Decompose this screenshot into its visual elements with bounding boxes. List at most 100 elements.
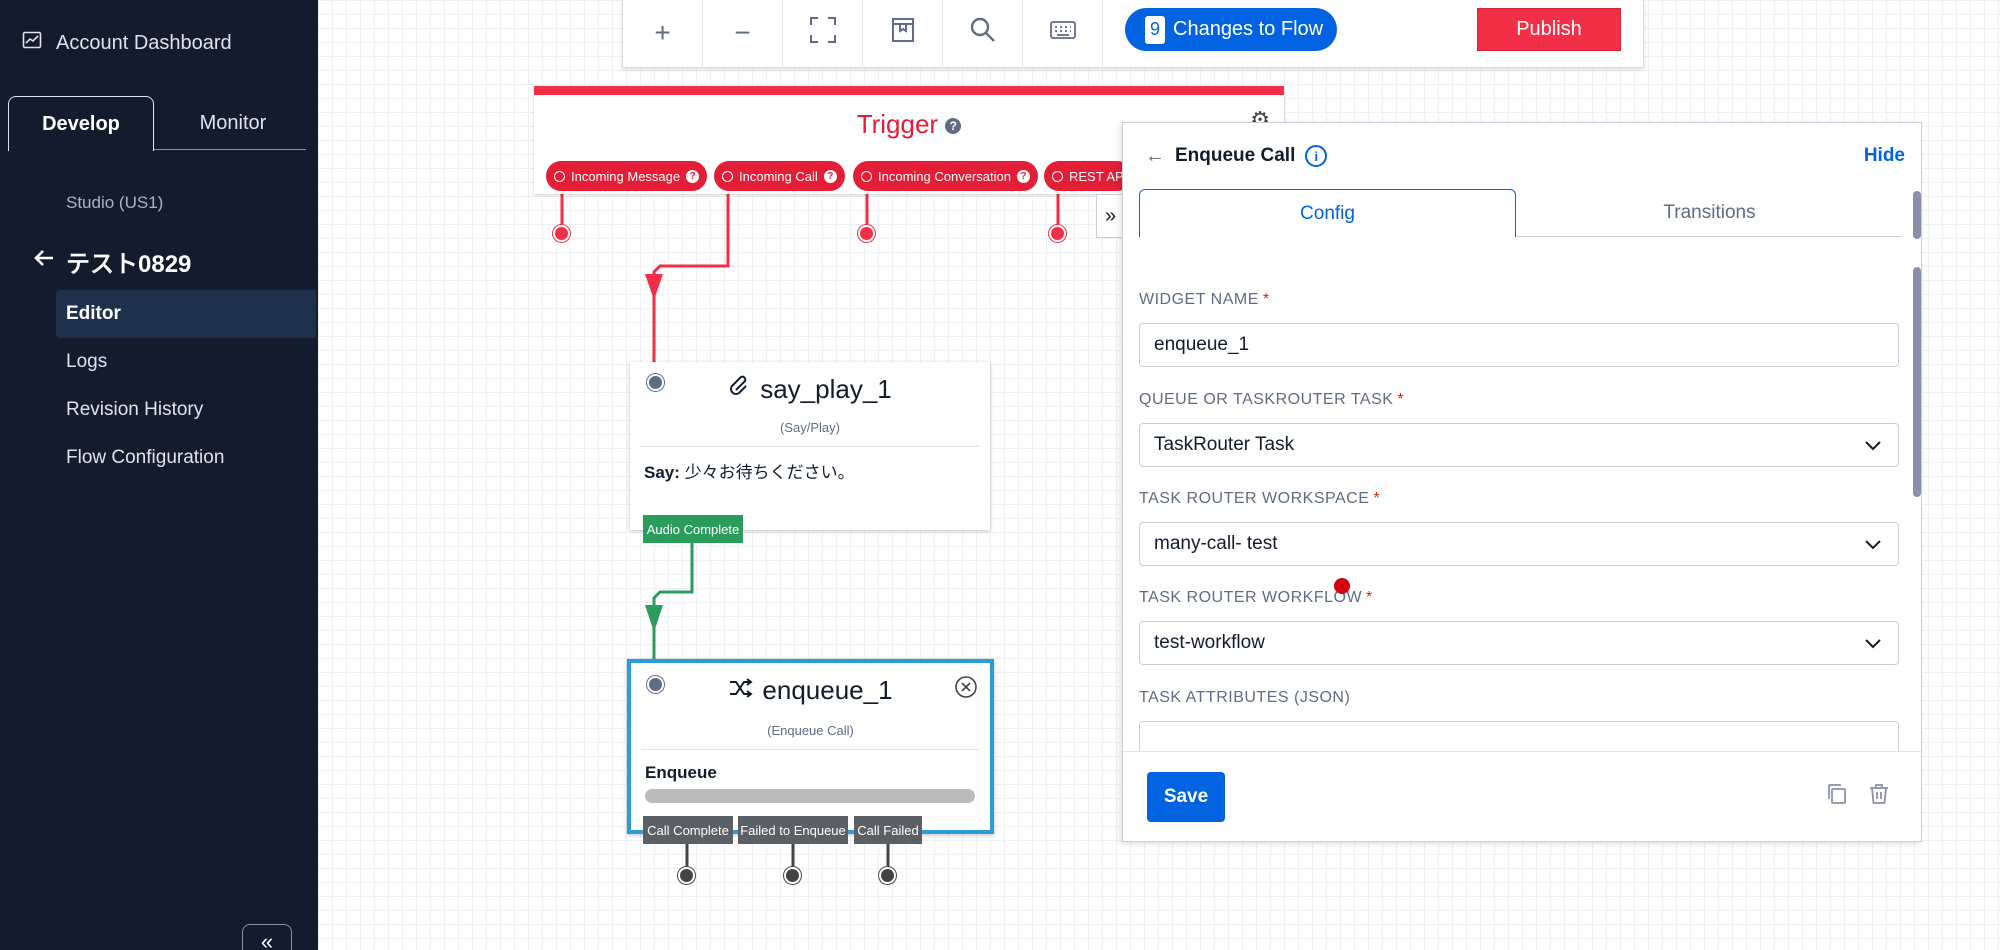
help-icon[interactable]: ? [945, 118, 962, 135]
trigger-port-incoming-conversation[interactable] [858, 225, 875, 242]
select-value: TaskRouter Task [1154, 434, 1295, 455]
transition-port[interactable] [784, 867, 801, 884]
arrow-left-icon[interactable] [32, 246, 56, 277]
chevron-down-icon [1862, 434, 1884, 462]
trigger-port-rest-api[interactable] [1049, 225, 1066, 242]
bookmark-button[interactable] [863, 0, 943, 66]
body-text: 少々お待ちください。 [684, 463, 855, 482]
help-icon[interactable]: ? [823, 169, 837, 183]
account-dashboard-link[interactable]: Account Dashboard [22, 30, 232, 56]
chart-icon [22, 30, 42, 56]
zoom-out-button[interactable]: − [703, 0, 783, 66]
task-router-workflow-label: TASK ROUTER WORKFLOW* [1139, 589, 1373, 606]
search-button[interactable] [943, 0, 1023, 66]
sidebar-item-flow-configuration[interactable]: Flow Configuration [66, 447, 225, 468]
task-router-workflow-select[interactable]: test-workflow [1139, 621, 1899, 665]
transition-port[interactable] [879, 867, 896, 884]
bookmark-icon [889, 16, 917, 51]
search-icon [969, 16, 997, 51]
task-router-workspace-label: TASK ROUTER WORKSPACE* [1139, 490, 1381, 507]
flow-name: テスト0829 [66, 251, 192, 278]
pill-label: Incoming Call [739, 168, 818, 184]
widget-type: (Say/Play) [780, 420, 840, 435]
sidebar-tabs: Develop Monitor [8, 96, 306, 151]
sidebar-item-revision-history[interactable]: Revision History [66, 399, 204, 420]
publish-button[interactable]: Publish [1477, 8, 1621, 51]
trigger-pill-incoming-message[interactable]: Incoming Message ? [546, 161, 708, 191]
transition-port[interactable] [678, 867, 695, 884]
collapse-sidebar-button[interactable]: « [242, 924, 292, 950]
queue-or-taskrouter-label: QUEUE OR TASKROUTER TASK* [1139, 391, 1405, 408]
double-chevron-right-icon: » [1104, 204, 1117, 227]
zoom-in-button[interactable]: + [623, 0, 703, 66]
plus-icon: + [654, 17, 671, 48]
keyboard-shortcuts-button[interactable] [1023, 0, 1103, 66]
pill-label: Incoming Message [571, 168, 681, 184]
save-button[interactable]: Save [1147, 772, 1225, 822]
info-icon[interactable]: i [1305, 145, 1328, 167]
sidebar: Account Dashboard Develop Monitor Studio… [0, 0, 318, 950]
trigger-port-incoming-message[interactable] [553, 225, 570, 242]
widget-type: (Enqueue Call) [767, 723, 854, 738]
copy-icon[interactable] [1825, 782, 1849, 808]
changes-label: Changes to Flow [1173, 18, 1324, 40]
shuffle-icon [728, 675, 754, 706]
say-play-widget[interactable]: say_play_1 (Say/Play) Say: 少々お待ちください。 [630, 362, 990, 530]
widget-title: enqueue_1 [631, 675, 990, 706]
minus-icon: − [734, 17, 751, 48]
sidebar-item-logs[interactable]: Logs [66, 351, 108, 372]
widget-input-port[interactable] [647, 676, 664, 693]
flow-title: テスト0829 [32, 244, 191, 279]
scrollbar-thumb[interactable] [1913, 267, 1921, 497]
help-icon[interactable]: ? [1016, 169, 1030, 183]
body-label: Say: [644, 463, 680, 482]
fit-screen-icon [809, 16, 837, 51]
sidebar-item-editor[interactable]: Editor [56, 290, 316, 338]
queue-or-taskrouter-select[interactable]: TaskRouter Task [1139, 423, 1899, 467]
trigger-title-text: Trigger [856, 109, 939, 139]
widget-title: say_play_1 [630, 374, 990, 405]
enqueue-widget[interactable]: enqueue_1 (Enqueue Call) Enqueue [627, 659, 994, 834]
transition-call-complete[interactable]: Call Complete [643, 816, 733, 844]
widget-input-port[interactable] [647, 374, 664, 391]
tab-transitions[interactable]: Transitions [1517, 189, 1902, 237]
divider [641, 749, 980, 750]
transition-audio-complete[interactable]: Audio Complete [643, 515, 743, 543]
pill-label: REST AP [1069, 168, 1124, 184]
fit-screen-button[interactable] [783, 0, 863, 66]
transition-failed-to-enqueue[interactable]: Failed to Enqueue [738, 816, 848, 844]
tab-config[interactable]: Config [1139, 189, 1516, 237]
divider [640, 446, 980, 447]
studio-region: Studio (US1) [66, 193, 164, 212]
cursor-marker [1334, 578, 1350, 594]
widget-name: enqueue_1 [762, 675, 893, 705]
trash-icon[interactable] [1867, 782, 1891, 808]
paperclip-icon [728, 374, 752, 405]
widget-name: say_play_1 [760, 374, 892, 404]
panel-expand-button[interactable]: » [1096, 194, 1124, 238]
trigger-pill-incoming-call[interactable]: Incoming Call ? [714, 161, 845, 191]
trigger-pill-incoming-conversation[interactable]: Incoming Conversation ? [853, 161, 1038, 191]
redacted-bar [645, 789, 975, 803]
port-ring-icon [861, 170, 872, 182]
panel-title: Enqueue Call i [1175, 145, 1328, 167]
tab-monitor[interactable]: Monitor [199, 111, 267, 134]
pill-label: Incoming Conversation [878, 168, 1011, 184]
chevron-down-icon [1862, 533, 1884, 561]
changes-to-flow-button[interactable]: 9 Changes to Flow [1125, 8, 1337, 51]
hide-button[interactable]: Hide [1863, 145, 1905, 166]
help-icon[interactable]: ? [686, 169, 700, 183]
back-arrow-icon[interactable]: ← [1145, 145, 1165, 167]
panel-footer: Save [1123, 751, 1921, 841]
tab-develop[interactable]: Develop [8, 96, 154, 151]
port-ring-icon [554, 170, 565, 182]
widget-name-input[interactable]: enqueue_1 [1139, 323, 1899, 367]
transition-call-failed[interactable]: Call Failed [854, 816, 922, 844]
port-ring-icon [1052, 170, 1063, 182]
account-dashboard-label: Account Dashboard [56, 31, 232, 54]
close-circle-icon[interactable] [954, 675, 978, 704]
scrollbar-thumb[interactable] [1913, 191, 1921, 239]
task-router-workspace-select[interactable]: many-call- test [1139, 522, 1899, 566]
trigger-pill-rest-api[interactable]: REST AP [1044, 161, 1132, 191]
trigger-title: Trigger ? [534, 109, 1284, 140]
